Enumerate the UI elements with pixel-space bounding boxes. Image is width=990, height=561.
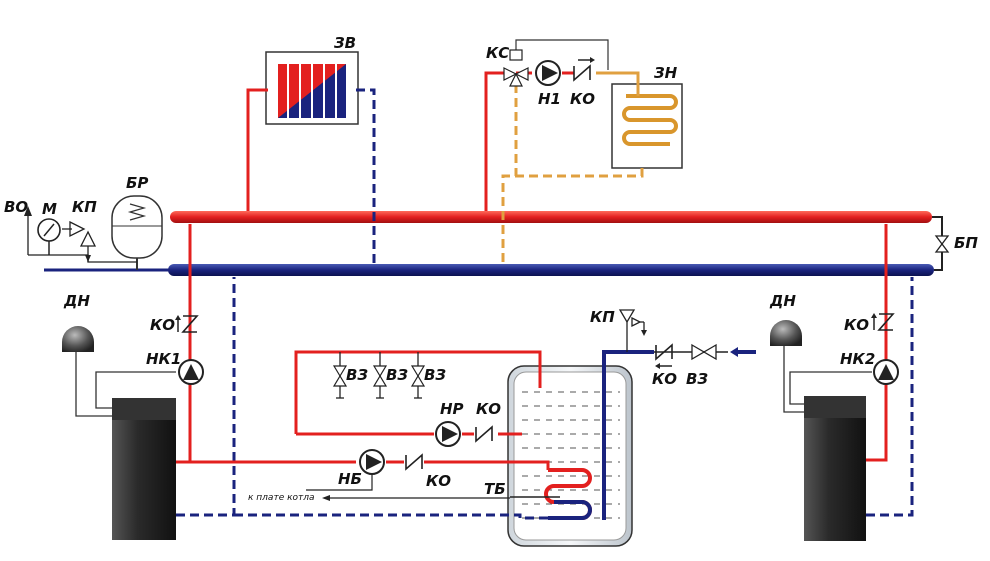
label-zv: ЗВ <box>334 34 356 52</box>
cold-inlet-pipe <box>602 350 654 520</box>
to-board-arrow-icon <box>322 495 330 501</box>
dn-right-wire <box>783 346 804 413</box>
dn-right-icon <box>770 320 802 346</box>
label-vo: ВО <box>4 198 28 216</box>
check-valve-nr-icon[interactable] <box>475 425 493 443</box>
boiler-right-return <box>866 277 914 517</box>
label-vz3: ВЗ <box>424 366 446 384</box>
safety-valve-right-icon[interactable] <box>618 309 647 352</box>
label-ko-top: КО <box>570 90 595 108</box>
label-ko-nb: КО <box>426 472 451 490</box>
label-ks: КС <box>486 44 509 62</box>
dn-left-icon <box>62 326 94 352</box>
label-n1: Н1 <box>538 90 561 108</box>
bypass-valve-icon[interactable] <box>934 235 950 253</box>
floor-coil-icon <box>622 94 678 146</box>
label-m: М <box>42 200 57 218</box>
label-ko-inlet: КО <box>652 370 677 388</box>
label-nr: НР <box>440 400 464 418</box>
label-nb: НБ <box>338 470 362 488</box>
tank-coil-return <box>548 500 592 520</box>
check-valve-right-icon[interactable] <box>871 313 895 331</box>
pump-nr-icon[interactable] <box>435 421 461 447</box>
label-ko-right: КО <box>844 316 869 334</box>
label-kp-left: КП <box>72 198 97 216</box>
floor-loop-supply <box>596 71 640 96</box>
pump-nk2-icon[interactable] <box>873 359 899 385</box>
boiler-right-supply <box>866 224 888 462</box>
label-vz-inlet: ВЗ <box>686 370 708 388</box>
supply-header-pipe <box>170 211 932 223</box>
boiler-left-return <box>176 277 236 517</box>
radiator-icon <box>278 62 346 120</box>
check-valve-top-icon[interactable] <box>573 57 595 82</box>
label-dn-left: ДН <box>63 292 90 310</box>
label-bp: БП <box>954 234 978 252</box>
shutoff-valve-inlet-icon[interactable] <box>691 343 717 361</box>
label-nk1: НК1 <box>146 350 181 368</box>
boiler-load-return <box>234 513 548 520</box>
dn-left-wire <box>75 352 112 417</box>
label-ko-nr: КО <box>476 400 501 418</box>
mixing-valve-icon[interactable] <box>503 49 529 87</box>
check-valve-nb-icon[interactable] <box>405 453 423 471</box>
nk1-wire <box>95 371 176 409</box>
floor-loop-return <box>501 168 644 264</box>
check-valve-inlet-icon[interactable] <box>655 343 673 369</box>
label-dn-right: ДН <box>769 292 796 310</box>
label-br: БР <box>126 174 148 192</box>
radiator-supply-line <box>246 88 268 211</box>
label-zn: ЗН <box>654 64 678 82</box>
bypass-line <box>932 216 943 271</box>
pump-n1-icon[interactable] <box>535 60 561 86</box>
pump-nb-icon[interactable] <box>359 449 385 475</box>
ks-control-line <box>515 39 609 70</box>
floor-riser-hot <box>484 71 508 211</box>
label-nk2: НК2 <box>840 350 875 368</box>
boiler-load-supply-3 <box>424 460 550 470</box>
cold-inlet-arrow-icon <box>730 347 738 357</box>
expansion-tank-icon <box>111 195 163 270</box>
pump-nk1-icon[interactable] <box>178 359 204 385</box>
check-valve-left-icon[interactable] <box>175 315 199 333</box>
nk2-wire <box>789 371 872 405</box>
label-tb: ТБ <box>484 480 506 498</box>
tap-valve-2-icon[interactable] <box>372 352 388 399</box>
label-to-board: к плате котла <box>248 493 315 503</box>
safety-group-pipe <box>28 254 137 263</box>
boiler-left-body <box>112 398 176 540</box>
radiator-return-line <box>356 88 376 264</box>
label-ko-left: КО <box>150 316 175 334</box>
pressure-gauge-icon <box>37 218 61 255</box>
boiler-left-supply <box>176 224 192 464</box>
boiler-right-body <box>804 396 866 541</box>
safety-valve-left-icon <box>62 220 97 262</box>
air-vent-arrow-icon <box>24 206 32 216</box>
nb-wire <box>306 474 373 491</box>
tap-valve-1-icon[interactable] <box>332 352 348 399</box>
label-vz1: ВЗ <box>346 366 368 384</box>
tap-valve-3-icon[interactable] <box>410 352 426 399</box>
label-vz2: ВЗ <box>386 366 408 384</box>
label-kp-right: КП <box>590 308 615 326</box>
return-header-pipe <box>168 264 934 276</box>
